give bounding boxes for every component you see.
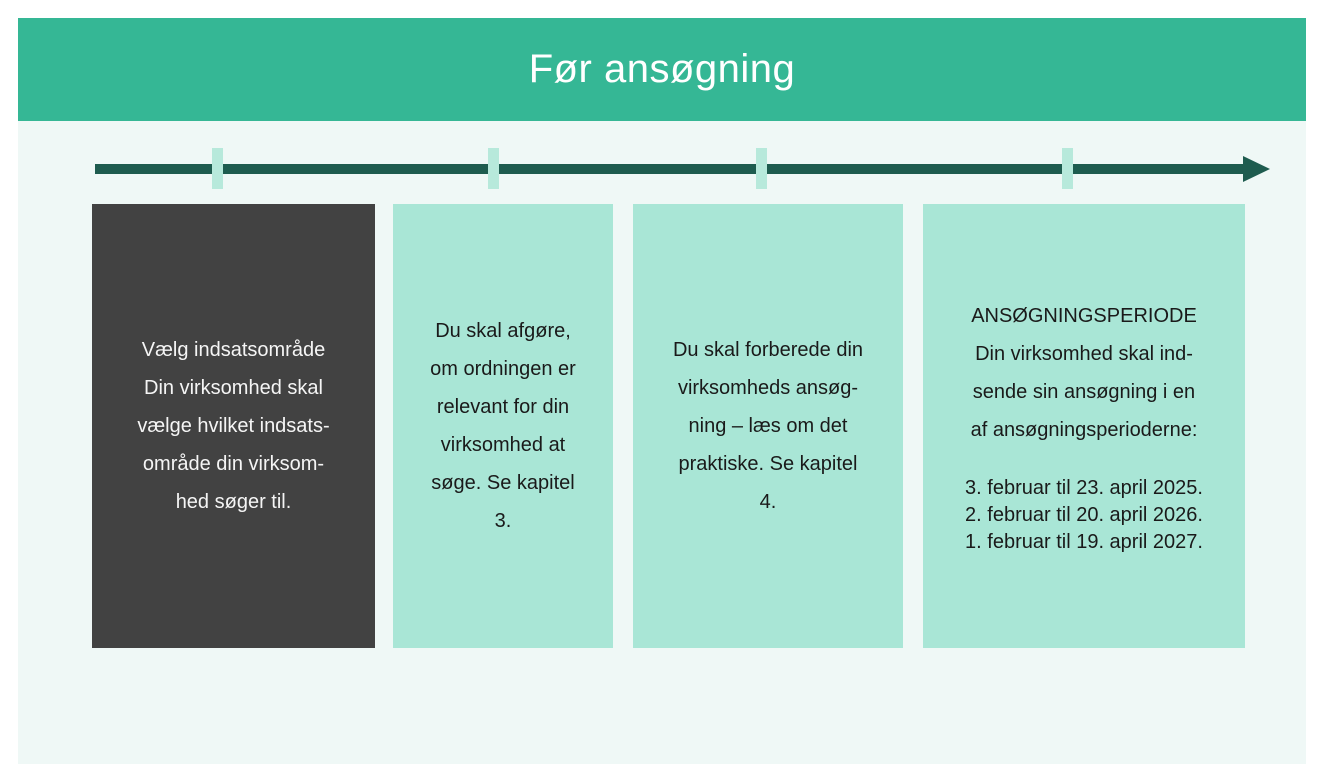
- step-box-4: ANSØGNINGSPERIODE Din virksomhed skal in…: [923, 204, 1245, 648]
- timeline-arrowhead-icon: [1243, 156, 1270, 182]
- page-title: Før ansøgning: [528, 47, 796, 91]
- timeline-tick-2: [488, 148, 499, 189]
- step-box-2: Du skal afgøre, om ordningen er relevant…: [393, 204, 613, 648]
- timeline-tick-4: [1062, 148, 1073, 189]
- step-box-1: Vælg indsatsområde Din virksomhed skal v…: [92, 204, 375, 648]
- timeline-tick-3: [756, 148, 767, 189]
- step-box-3: Du skal forberede din virksomheds ansøg-…: [633, 204, 903, 648]
- header-banner: Før ansøgning: [18, 18, 1306, 121]
- diagram-panel: Før ansøgning Vælg indsatsområde Din vir…: [18, 18, 1306, 764]
- step-4-application-periods: 3. februar til 23. april 2025. 2. februa…: [965, 476, 1203, 553]
- timeline-tick-1: [212, 148, 223, 189]
- step-1-text: Vælg indsatsområde Din virksomhed skal v…: [137, 339, 330, 513]
- step-2-text: Du skal afgøre, om ordningen er relevant…: [430, 320, 576, 532]
- step-3-text: Du skal forberede din virksomheds ansøg-…: [672, 339, 864, 513]
- step-4-text: ANSØGNINGSPERIODE Din virksomhed skal in…: [970, 304, 1198, 441]
- timeline-arrow-line: [95, 164, 1245, 174]
